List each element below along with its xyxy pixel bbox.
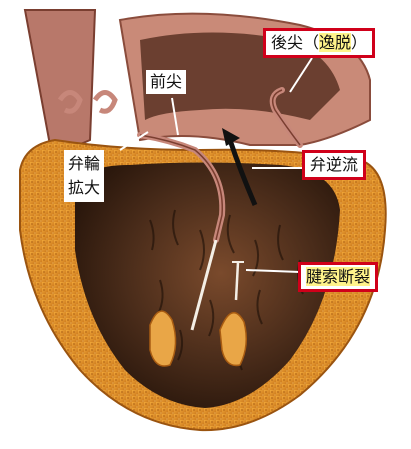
annulus-dilation-label: 弁輪 拡大 <box>64 150 104 202</box>
prolapse-highlight: 逸脱 <box>319 33 351 52</box>
chordae-rupture-text: 腱索断裂 <box>306 267 370 286</box>
posterior-leaflet-text: 後尖（ <box>271 33 319 52</box>
papillary-muscle-left <box>150 311 176 366</box>
posterior-leaflet-label: 後尖（逸脱） <box>263 28 375 58</box>
annulus-line2: 拡大 <box>68 176 100 200</box>
posterior-leaflet-close: ） <box>351 33 367 52</box>
papillary-muscle-right <box>220 313 246 366</box>
regurgitation-label: 弁逆流 <box>302 150 366 180</box>
chordae-rupture-label: 腱索断裂 <box>298 262 378 292</box>
annulus-line1: 弁輪 <box>68 152 100 176</box>
aorta <box>25 10 95 147</box>
anterior-leaflet-label: 前尖 <box>146 70 186 94</box>
